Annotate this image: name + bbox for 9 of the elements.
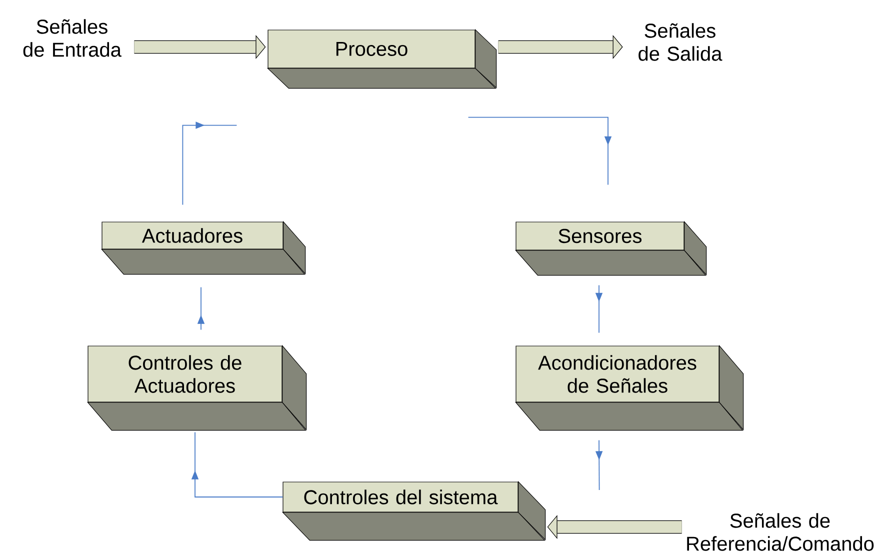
arrow (182, 122, 238, 206)
node-label: Sensores (558, 228, 642, 244)
arrow (191, 432, 284, 498)
node-label: Actuadores (142, 228, 242, 243)
signal-label: Señales de Entrada (23, 19, 122, 57)
arrow (468, 116, 612, 186)
signal-label: Señales de Referencia/Comando (687, 513, 874, 551)
node-label: Controles del sistema (304, 490, 498, 504)
signal-label: Señales de Salida (638, 23, 722, 61)
